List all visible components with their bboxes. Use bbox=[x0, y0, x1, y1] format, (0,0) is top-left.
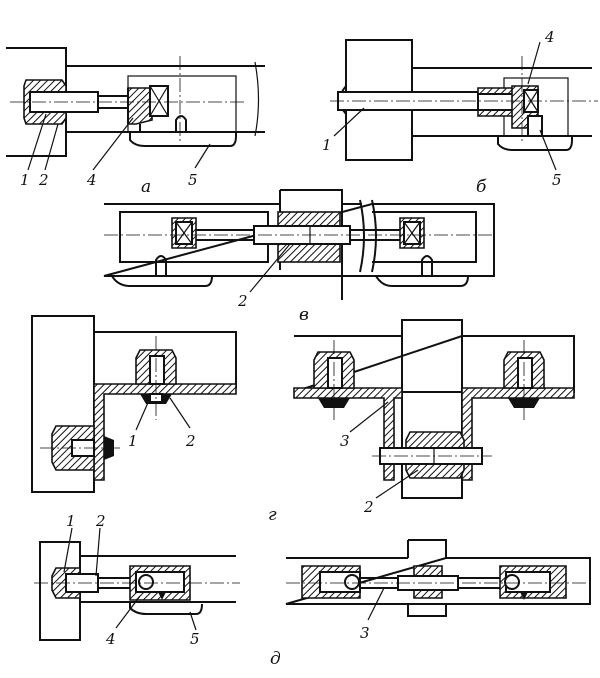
view-g-right: 3 2 г bbox=[268, 319, 575, 525]
caption-b: б bbox=[476, 177, 487, 197]
label-a-5: 5 bbox=[188, 171, 198, 189]
label-d-3: 3 bbox=[360, 624, 370, 642]
view-g-left: 1 2 bbox=[31, 315, 237, 493]
label-d-5: 5 bbox=[190, 630, 200, 648]
label-g-2b: 2 bbox=[363, 498, 374, 516]
caption-g: г bbox=[268, 505, 277, 525]
view-d-left: 1 2 4 5 bbox=[34, 512, 240, 648]
label-g-1: 1 bbox=[128, 432, 138, 450]
view-d-right: 3 д bbox=[270, 539, 594, 669]
view-a: 1 2 4 5 а bbox=[6, 47, 265, 197]
view-v: 2 в bbox=[103, 189, 495, 325]
label-a-2: 2 bbox=[38, 171, 49, 189]
caption-v: в bbox=[299, 305, 309, 325]
label-d-4: 4 bbox=[105, 630, 116, 648]
view-b: 4 1 5 б bbox=[322, 28, 598, 197]
label-d-1: 1 bbox=[66, 512, 76, 530]
caption-d: д bbox=[270, 649, 281, 669]
label-b-4: 4 bbox=[544, 28, 555, 46]
label-a-1: 1 bbox=[20, 171, 30, 189]
label-b-1: 1 bbox=[322, 136, 332, 154]
label-b-5: 5 bbox=[552, 171, 562, 189]
label-d-2: 2 bbox=[95, 512, 106, 530]
label-a-4: 4 bbox=[86, 171, 97, 189]
label-g-3: 3 bbox=[340, 432, 350, 450]
caption-a: а bbox=[141, 177, 151, 197]
label-v-2: 2 bbox=[237, 292, 248, 310]
label-g-2: 2 bbox=[185, 432, 196, 450]
